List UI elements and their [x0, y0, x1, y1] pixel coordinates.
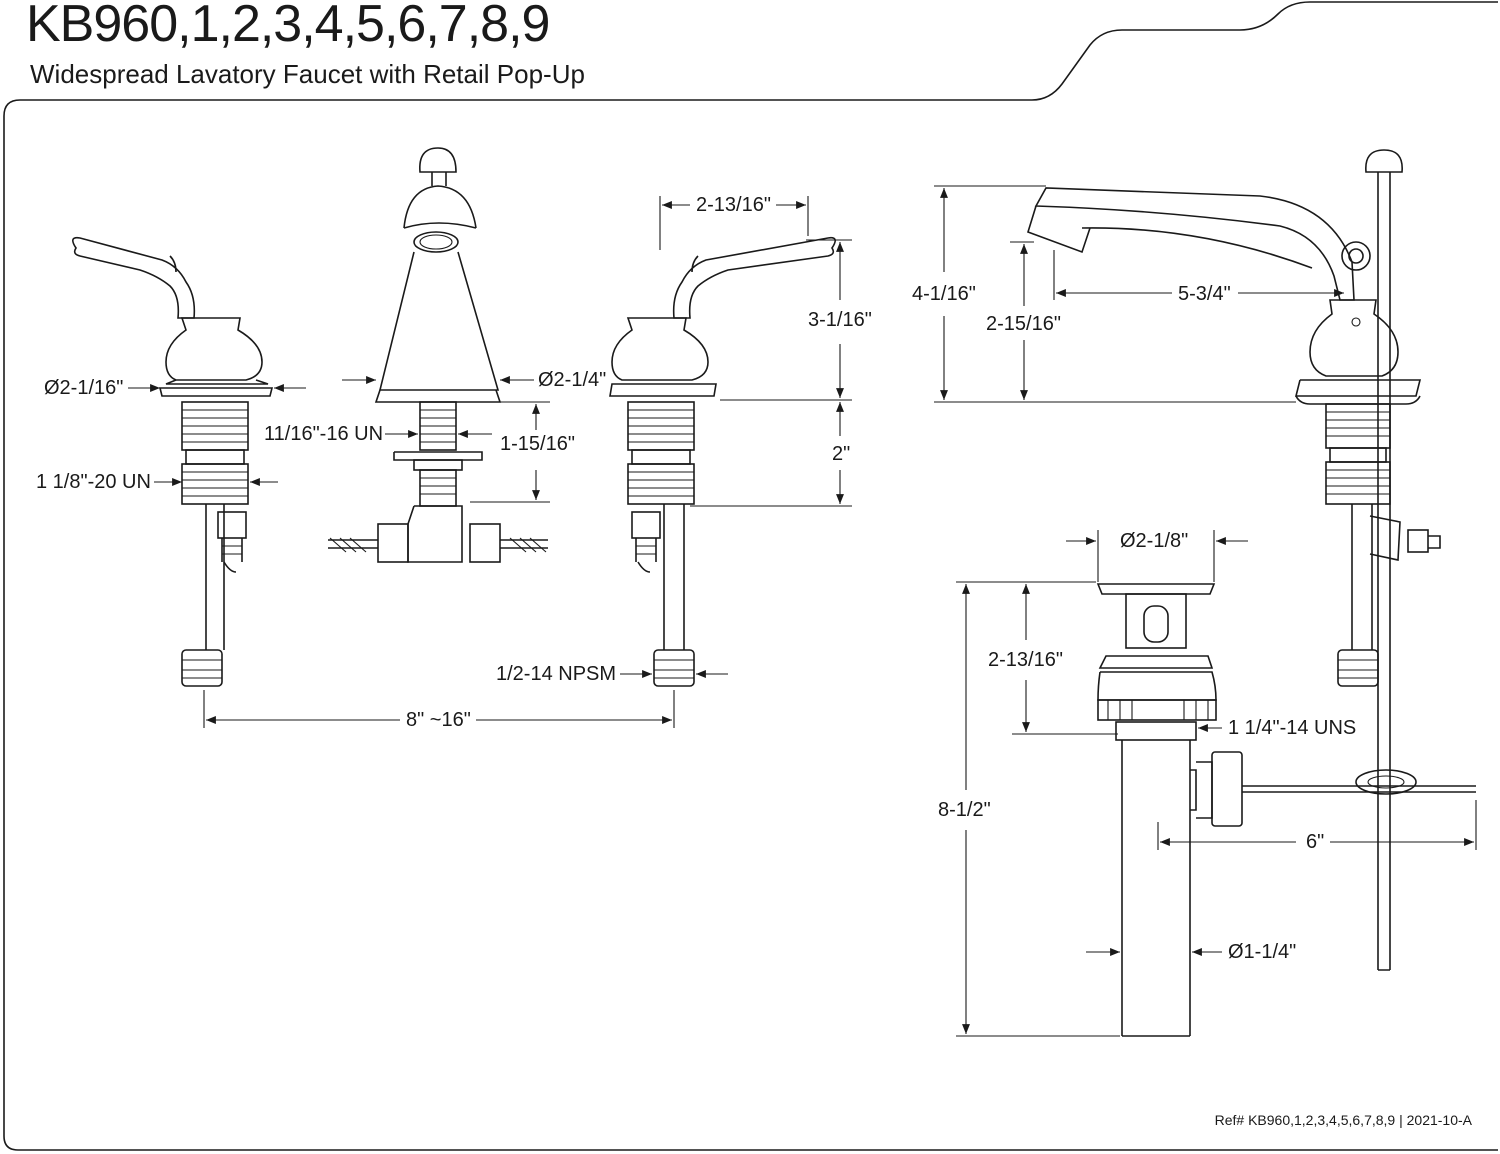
handle-height-label: 3-1/16" — [806, 309, 874, 331]
center-spout — [328, 147, 548, 563]
handle-shank-length-label: 2" — [830, 443, 853, 465]
spout-thread-label: 11/16"-16 UN — [262, 423, 386, 445]
spout-base-dia-label: Ø2-1/4" — [536, 369, 609, 391]
tailpiece-dia-label: Ø1-1/4" — [1226, 941, 1299, 963]
pop-up-drain — [1096, 583, 1476, 1037]
sheet-border — [3, 1, 1498, 1151]
handle-thread-label: 1 1/8"-20 UN — [34, 471, 153, 493]
side-view-faucet — [1027, 149, 1441, 971]
product-subtitle: Widespread Lavatory Faucet with Retail P… — [30, 59, 585, 89]
spout-clearance-label: 2-15/16" — [984, 313, 1063, 335]
lift-rod-length-label: 6" — [1304, 831, 1327, 853]
drain-total-height-label: 8-1/2" — [936, 799, 993, 821]
spout-reach-label: 5-3/4" — [1176, 283, 1233, 305]
dimension-lines — [128, 185, 1477, 1037]
spout-shank-length-label: 1-15/16" — [498, 433, 577, 455]
supply-thread-label: 1/2-14 NPSM — [494, 663, 619, 685]
reference-number: Ref# KB960,1,2,3,4,5,6,7,8,9 | 2021-10-A — [1214, 1112, 1472, 1128]
drain-flange-dia-label: Ø2-1/8" — [1118, 530, 1191, 552]
center-spread-label: 8" ~16" — [404, 709, 473, 731]
handle-flange-dia-label: Ø2-1/16" — [42, 377, 126, 399]
drain-body-height-label: 2-13/16" — [986, 649, 1065, 671]
right-handle-valve — [609, 236, 836, 687]
handle-reach-label: 2-13/16" — [694, 194, 773, 216]
spout-height-label: 4-1/16" — [910, 283, 978, 305]
left-handle-valve — [72, 236, 274, 687]
drain-thread-label: 1 1/4"-14 UNS — [1226, 717, 1359, 739]
model-title: KB960,1,2,3,4,5,6,7,8,9 — [26, 0, 550, 53]
